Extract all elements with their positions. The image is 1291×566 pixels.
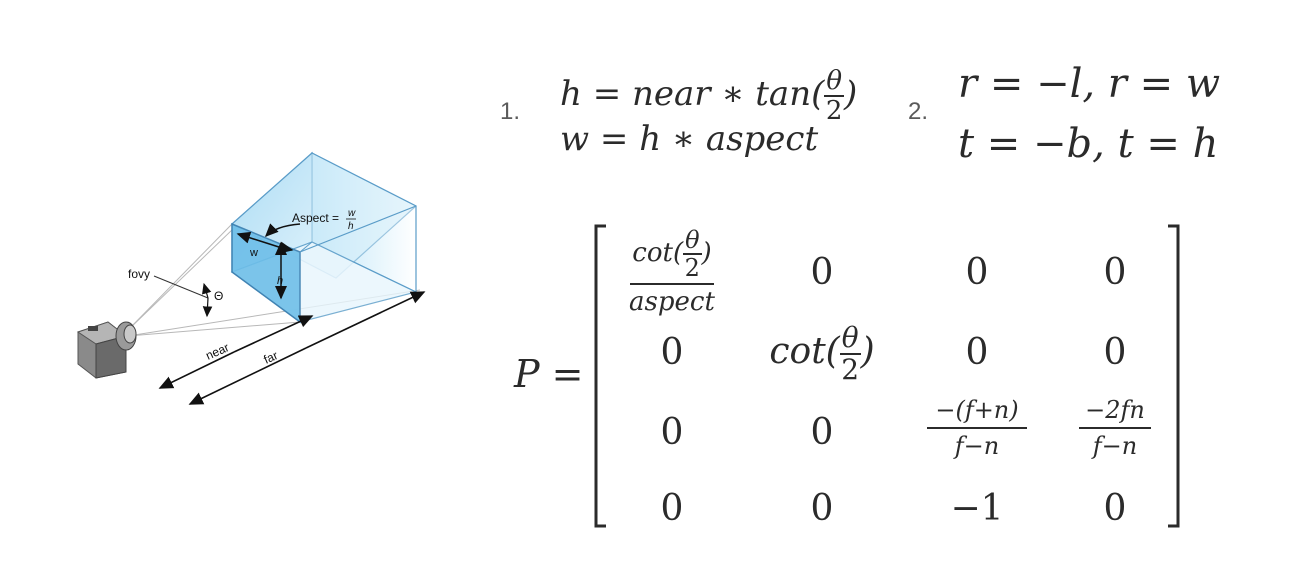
near-dimension-arrow [158, 315, 314, 389]
item-2-number: 2. [908, 98, 929, 125]
fraction-numerator: −2fn [1079, 398, 1151, 429]
fraction-denominator: 2 [841, 353, 860, 386]
frustum-box [230, 151, 418, 324]
matrix-cell-r3c0: 0 [660, 488, 684, 529]
fraction-numerator: θ [683, 226, 702, 255]
equation-1-line-2: w = h ∗ aspect [560, 119, 819, 159]
cot-text: cot( [632, 238, 684, 268]
matrix-cell-r0c3: 0 [1103, 252, 1127, 293]
matrix-cell-r3c3: 0 [1103, 488, 1127, 529]
matrix-cell-r1c2: 0 [965, 332, 989, 373]
matrix-cell-r2c1: 0 [810, 412, 834, 453]
fovy-label: fovy [128, 267, 150, 281]
close-paren: ) [860, 331, 875, 372]
near-plane-arrows [236, 223, 301, 300]
equation-2-line-2: t = −b, t = h [958, 121, 1219, 167]
aspect-num: w [348, 208, 356, 219]
fraction-denominator: f−n [954, 432, 1000, 460]
fraction-denominator: f−n [1092, 432, 1138, 460]
fraction-numerator: θ [839, 321, 861, 355]
frustum-diagram: w h Aspect = w h fovy Θ near far [76, 151, 426, 405]
aspect-label: Aspect = [292, 211, 339, 225]
far-label: far [262, 348, 280, 366]
cot-text: cot( [769, 331, 840, 372]
matrix-cell-r1c3: 0 [1103, 332, 1127, 373]
fraction-numerator: −(f+n) [927, 398, 1027, 429]
matrix-cell-r2c3: −2fn f−n [1040, 398, 1190, 458]
matrix-cell-r0c1: 0 [810, 252, 834, 293]
w-label: w [249, 247, 258, 259]
matrix-cell-r2c2: −(f+n) f−n [902, 398, 1052, 458]
far-dimension-arrow [188, 291, 426, 405]
matrix-cell-r3c2: −1 [950, 488, 1004, 529]
equation-2-line-1: r = −l, r = w [958, 61, 1221, 107]
fraction-denominator: 2 [825, 96, 843, 126]
matrix-cell-r1c0: 0 [660, 332, 684, 373]
aspect-denominator: aspect [629, 287, 715, 317]
fov-angle-arrows [202, 282, 213, 318]
eq1-line1-right: ) [844, 74, 858, 114]
fraction-denominator: 2 [684, 254, 700, 282]
aspect-den: h [348, 221, 354, 232]
matrix-brackets [594, 224, 1180, 528]
matrix-cell-r0c2: 0 [965, 252, 989, 293]
theta-label: Θ [214, 289, 223, 303]
fraction-numerator: θ [824, 66, 845, 97]
close-paren: ) [701, 238, 712, 268]
item-1-number: 1. [500, 98, 521, 125]
matrix-cell-r3c1: 0 [810, 488, 834, 529]
camera-icon [76, 321, 137, 379]
matrix-cell-r2c0: 0 [660, 412, 684, 453]
eq1-line1-left: h = near ∗ tan( [560, 74, 825, 114]
matrix-lhs: P = [514, 352, 584, 396]
h-label: h [277, 275, 283, 287]
